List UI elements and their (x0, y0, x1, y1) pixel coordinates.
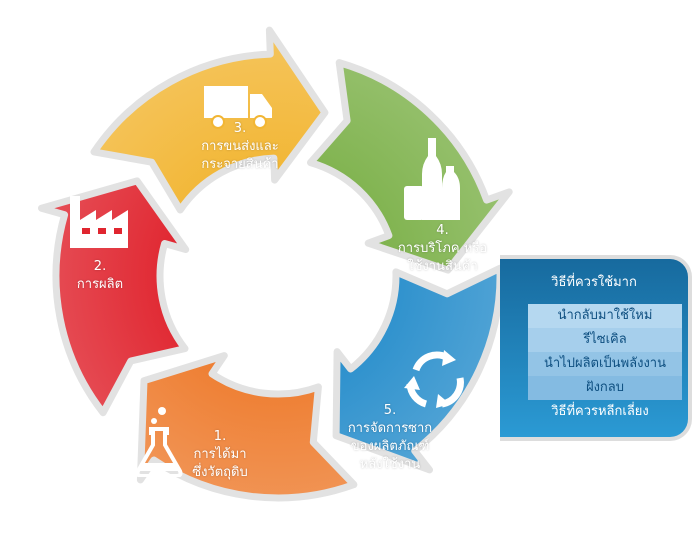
option-recycle: รีไซเคิล (528, 328, 682, 352)
least-preferred-label: วิธีที่ควรหลีกเลี่ยง (551, 404, 649, 419)
step-4-number: 4. (436, 223, 449, 238)
step-5-title-line3: หลังใช้งาน (359, 457, 421, 472)
step-1-arrow (136, 352, 358, 502)
step-4-title-line2: ใช้งานสินค้า (407, 259, 478, 274)
step-1-number: 1. (213, 429, 227, 444)
step-3-title-line1: การขนส่งและ (201, 139, 279, 154)
step-2-number: 2. (93, 259, 107, 274)
truck-icon (204, 86, 272, 129)
step-1-title-line1: การได้มา (193, 447, 247, 462)
step-3-arrow (90, 26, 329, 214)
step-3-label: 3. การขนส่งและ กระจายสินค้า (190, 120, 290, 174)
step-2-title-line1: การผลิต (76, 277, 124, 292)
step-5-number: 5. (383, 403, 397, 418)
step-5-title-line1: การจัดการซาก (347, 421, 433, 436)
bottles-icon (404, 138, 460, 220)
recycle-icon (404, 350, 464, 408)
step-3-title-line2: กระจายสินค้า (201, 157, 279, 172)
step-1-title-line2: ซึ่งวัตถุดิบ (192, 465, 248, 480)
flask-icon (135, 407, 183, 477)
step-2-label: 2. การผลิต (50, 258, 150, 294)
step-1-label: 1. การได้มา ซึ่งวัตถุดิบ (180, 428, 260, 482)
disposal-options-list: นำกลับมาใช้ใหม่ รีไซเคิล นำไปผลิตเป็นพลั… (528, 304, 682, 400)
step-4-label: 4. การบริโภค หรือ ใช้งานสินค้า (385, 222, 500, 276)
step-5-title-line2: ของผลิตภัณฑ์ (350, 439, 430, 454)
option-landfill: ฝังกลบ (528, 376, 682, 400)
option-energy-recovery: นำไปผลิตเป็นพลังงาน (528, 352, 682, 376)
most-preferred-label: วิธีที่ควรใช้มาก (551, 275, 637, 290)
step-3-number: 3. (233, 121, 247, 136)
factory-icon (70, 196, 128, 248)
disposal-methods-panel: วิธีที่ควรใช้มาก นำกลับมาใช้ใหม่ รีไซเคิ… (500, 255, 692, 441)
step-5-label: 5. การจัดการซาก ของผลิตภัณฑ์ หลังใช้งาน (335, 402, 445, 474)
option-reuse: นำกลับมาใช้ใหม่ (528, 304, 682, 328)
step-4-title-line1: การบริโภค หรือ (397, 241, 488, 256)
